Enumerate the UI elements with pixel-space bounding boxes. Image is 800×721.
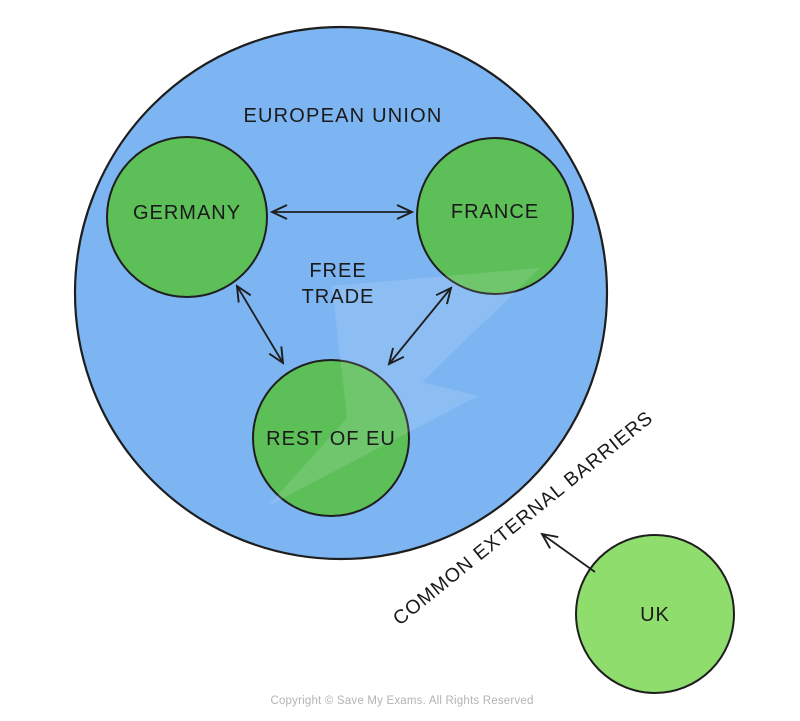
uk-label: UK <box>640 604 670 626</box>
uk-circle <box>575 534 735 694</box>
germany-circle <box>106 136 268 298</box>
free-trade-label-line1: FREE <box>309 260 366 282</box>
copyright-text: Copyright © Save My Exams. All Rights Re… <box>270 695 533 707</box>
double-arrow-france-resteu-icon <box>389 288 451 364</box>
germany-label: GERMANY <box>133 202 241 224</box>
double-arrow-germany-resteu-icon <box>237 286 283 363</box>
uk-barrier-arrow-icon <box>542 534 596 573</box>
free-trade-label-line2: TRADE <box>302 286 375 308</box>
eu-title-label: EUROPEAN UNION <box>243 105 442 127</box>
rest-of-eu-circle <box>252 359 410 517</box>
watermark-bolt <box>268 268 540 506</box>
rest-of-eu-label: REST OF EU <box>266 428 396 450</box>
france-label: FRANCE <box>451 201 539 223</box>
france-circle <box>416 137 574 295</box>
